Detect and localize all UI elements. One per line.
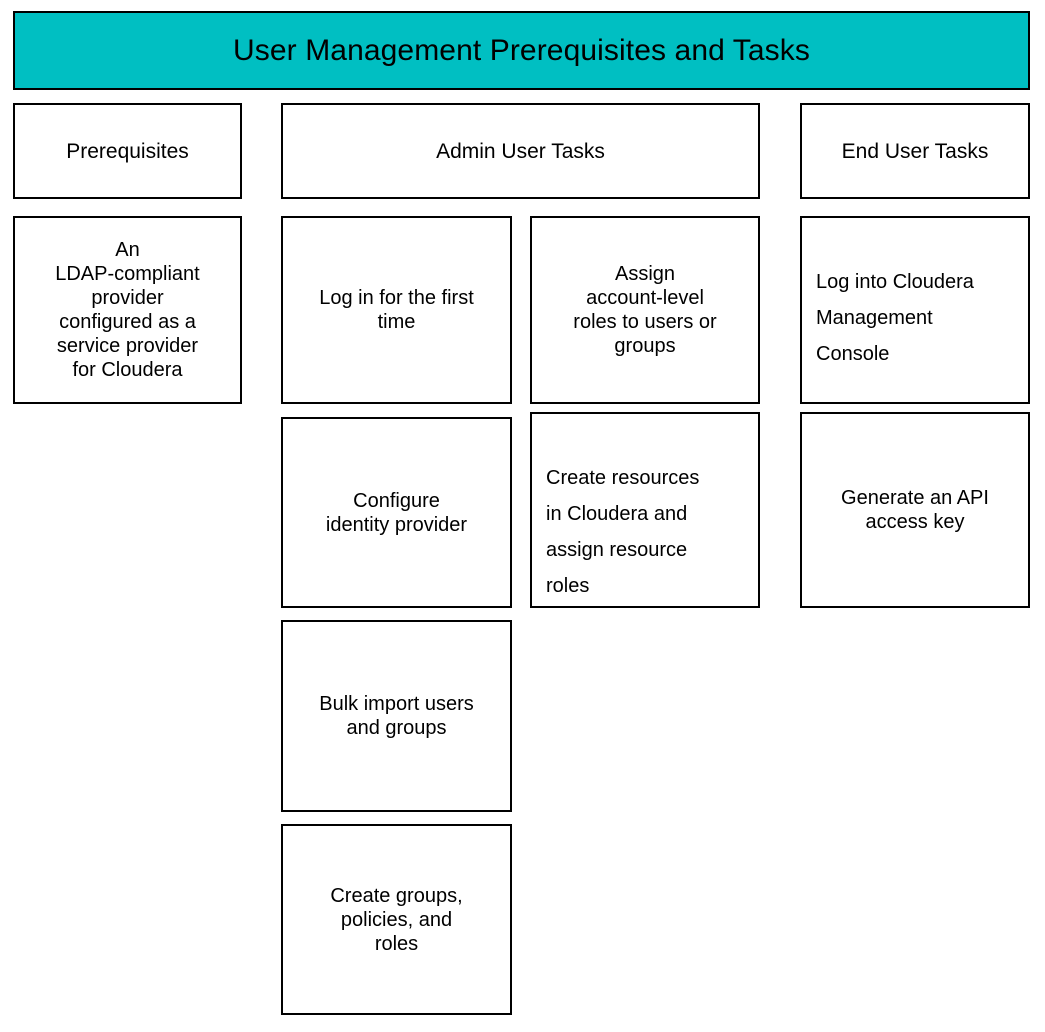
column-header-label: End User Tasks	[841, 139, 989, 163]
column-header-label: Prerequisites	[66, 139, 189, 163]
column-header-end-user-tasks: End User Tasks	[800, 103, 1030, 199]
card-label: Assign account-level roles to users or g…	[573, 263, 717, 357]
page-title: User Management Prerequisites and Tasks	[233, 33, 810, 67]
card-label: Create groups, policies, and roles	[330, 884, 463, 955]
diagram-title-banner: User Management Prerequisites and Tasks	[13, 11, 1030, 90]
card-prerequisite-ldap-provider: An LDAP-compliant provider configured as…	[13, 216, 242, 404]
card-admin-create-groups-policies-roles: Create groups, policies, and roles	[281, 824, 512, 1015]
card-admin-assign-account-level-roles: Assign account-level roles to users or g…	[530, 216, 760, 404]
column-header-prerequisites: Prerequisites	[13, 103, 242, 199]
card-admin-bulk-import-users-groups: Bulk import users and groups	[281, 620, 512, 812]
card-end-user-log-into-console: Log into Cloudera Management Console	[800, 216, 1030, 404]
card-label: Log in for the first time	[319, 287, 474, 333]
card-end-user-generate-api-access-key: Generate an API access key	[800, 412, 1030, 608]
card-admin-create-resources-assign-roles: Create resources in Cloudera and assign …	[530, 412, 760, 608]
card-admin-configure-identity-provider: Configure identity provider	[281, 417, 512, 608]
card-admin-log-in-first-time: Log in for the first time	[281, 216, 512, 404]
card-label: Generate an API access key	[841, 487, 989, 533]
card-label: Configure identity provider	[325, 489, 468, 536]
column-header-admin-user-tasks: Admin User Tasks	[281, 103, 760, 199]
card-label: An LDAP-compliant provider configured as…	[55, 239, 200, 381]
column-header-label: Admin User Tasks	[436, 139, 605, 163]
card-label: Bulk import users and groups	[319, 693, 474, 739]
card-label: Create resources in Cloudera and assign …	[546, 467, 700, 597]
card-label: Log into Cloudera Management Console	[816, 271, 974, 365]
